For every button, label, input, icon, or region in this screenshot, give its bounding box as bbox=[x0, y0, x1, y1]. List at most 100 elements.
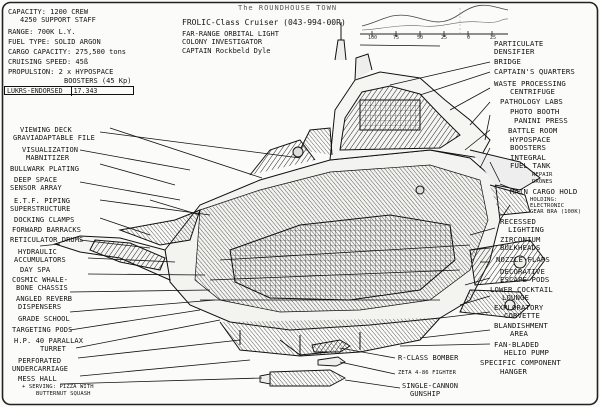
label-gunship: GUNSHIP bbox=[410, 390, 441, 398]
label-panini-press: PANINI PRESS bbox=[514, 116, 568, 125]
label-main-cargo-hold: MAIN CARGO HOLD bbox=[510, 187, 578, 196]
label-cosmic-whale: COSMIC WHALE- bbox=[12, 276, 69, 284]
spec-line: CRUISING SPEED: 45ß bbox=[8, 58, 89, 66]
spec-sheet: CAPACITY: 1200 CREW 4250 SUPPORT STAFF R… bbox=[6, 6, 134, 96]
ship-role-line-1: FAR-RANGE ORBITAL LIGHT bbox=[182, 30, 279, 38]
label-viewing-deck: VIEWING DECK bbox=[20, 126, 72, 134]
graph-tick: 50 bbox=[417, 35, 424, 41]
label-helio-pump: HELIO PUMP bbox=[504, 348, 549, 357]
label-repair: REPAIR bbox=[532, 172, 553, 178]
label-targeting-pods: TARGETING PODS bbox=[12, 326, 73, 334]
label-superstructure: SUPERSTRUCTURE bbox=[10, 205, 71, 213]
label-drones: DRONES bbox=[532, 179, 553, 185]
label-turret: TURRET bbox=[40, 345, 66, 353]
captain-name: CAPTAIN Rockbeld Dyle bbox=[182, 47, 271, 55]
label-nozzle-flaps: NOZZLE FLAPS bbox=[496, 255, 550, 264]
label-fuel-tank: FUEL TANK bbox=[510, 161, 551, 170]
engine-cluster bbox=[459, 239, 546, 319]
label-graviadaptable-file: GRAVIADAPTABLE FILE bbox=[13, 134, 95, 142]
label-fan-bladed: FAN-BLADED bbox=[494, 340, 539, 349]
label-grade-school: GRADE SCHOOL bbox=[18, 315, 70, 323]
label-lower-cocktail: LOWER COCKTAIL bbox=[490, 285, 553, 294]
endorsement-code: 17.343 bbox=[70, 87, 97, 96]
graph-tick: 25 bbox=[490, 35, 497, 41]
label-mess-hall: MESS HALL bbox=[18, 375, 57, 383]
spec-line: 4250 SUPPORT STAFF bbox=[20, 16, 96, 24]
escort-ships bbox=[259, 339, 351, 387]
label-forward-barracks: FORWARD BARRACKS bbox=[12, 226, 82, 234]
label-r-class-bomber: R-CLASS BOMBER bbox=[398, 354, 459, 362]
graph-tick: 0 bbox=[467, 35, 471, 41]
label-bone-chassis: BONE CHASSIS bbox=[16, 284, 68, 292]
label-battle-room: BATTLE ROOM bbox=[508, 126, 558, 135]
label-zirconium: ZIRCONIUM bbox=[500, 235, 541, 244]
graph-tick: 100 bbox=[368, 35, 378, 41]
ship-name-banner: The ROUNDHOUSE TOWN bbox=[238, 4, 338, 12]
main-hull bbox=[164, 149, 501, 331]
label-waste-processing: WASTE PROCESSING bbox=[494, 79, 566, 88]
label-etf-piping: E.T.F. PIPING bbox=[14, 197, 71, 205]
label-electronic: ELECTRONIC bbox=[530, 203, 565, 209]
label-day-spa: DAY SPA bbox=[20, 266, 51, 274]
spec-line: RANGE: 700K L.Y. bbox=[8, 28, 76, 36]
label-accumulators: ACCUMULATORS bbox=[14, 256, 66, 264]
label-lighting: LIGHTING bbox=[508, 225, 544, 234]
label-parallax-turret: H.P. 40 PARALLAX bbox=[14, 337, 84, 345]
label-zeta-fighter: ZETA 4-86 FIGHTER bbox=[398, 370, 456, 376]
label-hydraulic: HYDRAULIC bbox=[18, 248, 57, 256]
spec-line: PROPULSION: 2 x HYPOSPACE bbox=[8, 68, 114, 76]
spec-line: CAPACITY: 1200 CREW bbox=[8, 8, 89, 16]
label-hanger: HANGER bbox=[500, 367, 527, 376]
label-perforated: PERFORATED bbox=[18, 357, 62, 365]
label-undercarriage: UNDERCARRIAGE bbox=[12, 365, 69, 373]
upper-superstructure bbox=[249, 22, 541, 216]
label-densifier: DENSIFIER bbox=[494, 47, 535, 56]
title-block: The ROUNDHOUSE TOWN FROLIC-Class Cruiser… bbox=[178, 4, 368, 62]
graph-tick: 25 bbox=[441, 35, 448, 41]
label-sensor-array: SENSOR ARRAY bbox=[10, 184, 62, 192]
label-visualization: VISUALIZATION bbox=[22, 146, 79, 154]
graph-tick: 75 bbox=[393, 35, 400, 41]
ship-class: FROLIC-Class Cruiser (043-994-00R) bbox=[182, 18, 346, 27]
label-reticulator-drums: RETICULATOR DRUMS bbox=[10, 236, 84, 244]
label-corvette: CORVETTE bbox=[504, 311, 540, 320]
label-centrifuge: CENTRIFUGE bbox=[510, 87, 555, 96]
performance-graph bbox=[360, 4, 509, 37]
label-photo-booth: PHOTO BOOTH bbox=[510, 107, 560, 116]
label-exploratory: EXPLORATORY bbox=[494, 303, 544, 312]
label-holding: HOLDING: bbox=[530, 197, 558, 203]
label-mess-serving: + SERVING: PIZZA WITH bbox=[22, 384, 94, 390]
spec-line: BOOSTERS (45 Kp) bbox=[64, 77, 132, 85]
label-deep-space: DEEP SPACE bbox=[14, 176, 58, 184]
label-escape-pods: ESCAPE PODS bbox=[500, 275, 550, 284]
label-particulate: PARTICULATE bbox=[494, 39, 544, 48]
label-decorative: DECORATIVE bbox=[500, 267, 545, 276]
label-angled-reverb: ANGLED REVERB bbox=[16, 295, 73, 303]
label-lounge: LOUNGE bbox=[502, 293, 529, 302]
spec-line: CARGO CAPACITY: 275,500 tons bbox=[8, 48, 127, 56]
label-boosters: BOOSTERS bbox=[510, 143, 546, 152]
label-hypospace: HYPOSPACE bbox=[510, 135, 551, 144]
label-bullwark-plating: BULLWARK PLATING bbox=[10, 165, 80, 173]
endorsement-box: LUKRS-ENDORSED 17.343 bbox=[4, 86, 134, 96]
label-area: AREA bbox=[510, 329, 528, 338]
label-blandishment: BLANDISHMENT bbox=[494, 321, 548, 330]
label-single-cannon: SINGLE-CANNON bbox=[402, 382, 459, 390]
spec-line: FUEL TYPE: SOLID ARGON bbox=[8, 38, 101, 46]
label-mess-serving-2: BUTTERNUT SQUASH bbox=[36, 391, 91, 397]
ship-role-line-2: COLONY INVESTIGATOR bbox=[182, 38, 263, 46]
endorsement-label: LUKRS-ENDORSED bbox=[7, 87, 63, 95]
label-integral: INTEGRAL bbox=[510, 153, 546, 162]
label-recessed: RECESSED bbox=[500, 217, 536, 226]
label-specific-component: SPECIFIC COMPONENT bbox=[480, 358, 561, 367]
label-gear-bra: GEAR BRA (100K) bbox=[530, 209, 582, 215]
label-bulkheads: BULKHEADS bbox=[500, 243, 541, 252]
label-bridge: BRIDGE bbox=[494, 57, 521, 66]
label-dispensers: DISPENSERS bbox=[18, 303, 62, 311]
label-pathology-labs: PATHOLOGY LABS bbox=[500, 97, 563, 106]
label-captains-quarters: CAPTAIN'S QUARTERS bbox=[494, 67, 575, 76]
